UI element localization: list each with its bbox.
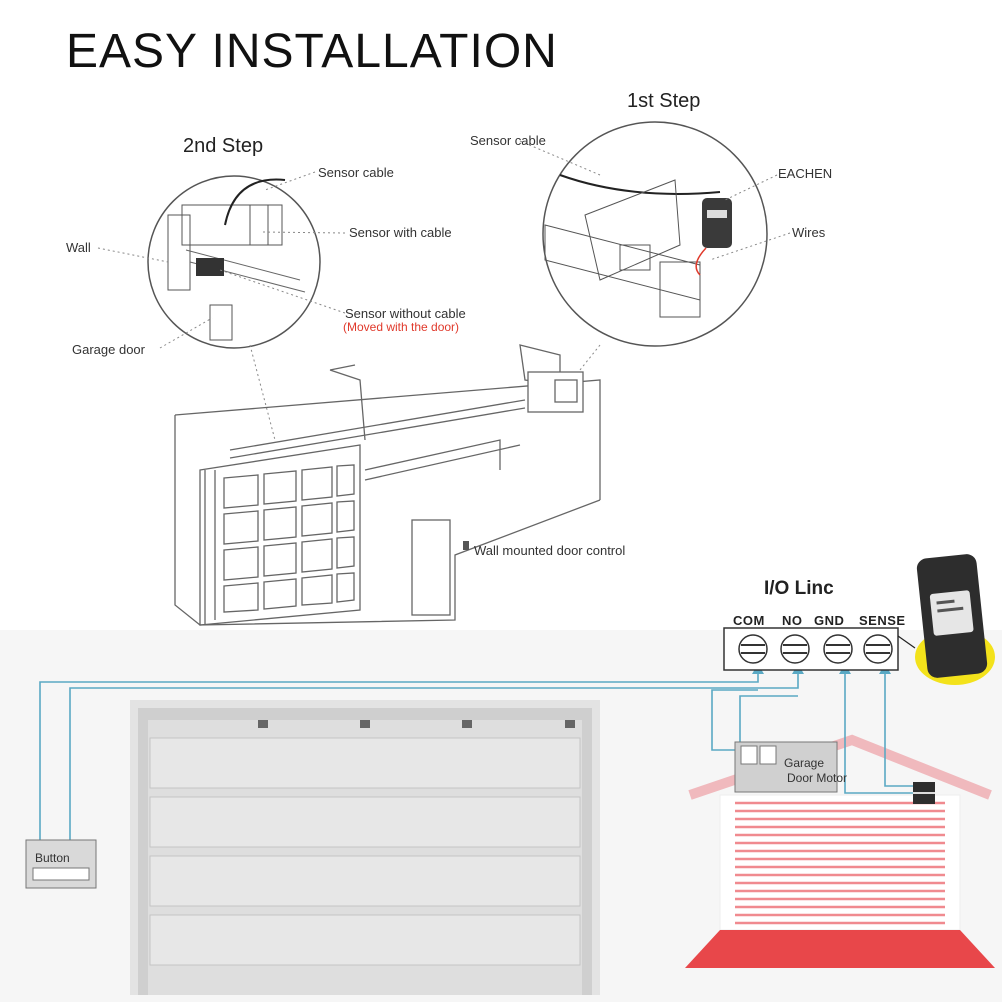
step2-moved-note: (Moved with the door) [343,320,460,334]
terminal-label-no: NO [782,613,803,628]
step1-sensor-cable-label: Sensor cable [470,133,546,148]
step2-sensor-with-cable-label: Sensor with cable [349,225,452,240]
house-illustration [685,734,995,968]
terminal-label-sense: SENSE [859,613,906,628]
step1-heading: 1st Step [627,90,701,112]
garage-door-motor-box [734,741,838,793]
step1-detail-circle [542,121,768,347]
button-box-label: Button [35,851,70,865]
step2-sensor-without-cable-label: Sensor without cable [345,306,466,321]
wall-button-box [25,839,97,889]
step2-sensor-cable-label: Sensor cable [318,165,394,180]
wiring-lines [39,668,913,840]
step2-sensor-icon [196,258,224,276]
roller-door [130,700,600,995]
io-linc-terminal-block [723,627,899,671]
page-title: EASY INSTALLATION [66,25,558,78]
terminal-label-gnd: GND [814,613,845,628]
step2-wall-label: Wall [66,240,91,255]
wall-control-icon [463,541,469,550]
step1-wires-label: Wires [792,225,826,240]
wall-control-label: Wall mounted door control [474,543,626,558]
terminal-label-com: COM [733,613,765,628]
step1-brand-label: EACHEN [778,166,833,181]
leader-lines [97,140,791,441]
io-linc-title: I/O Linc [764,578,834,599]
motor-label-line2: Door Motor [787,771,848,785]
smart-relay-device [897,554,995,685]
step2-garage-door-label: Garage door [72,342,145,357]
step2-heading: 2nd Step [183,135,264,157]
garage-drawing [174,344,601,626]
motor-label-line1: Garage [784,756,825,770]
step2-detail-circle [147,175,321,349]
step1-controller-icon [702,198,732,248]
